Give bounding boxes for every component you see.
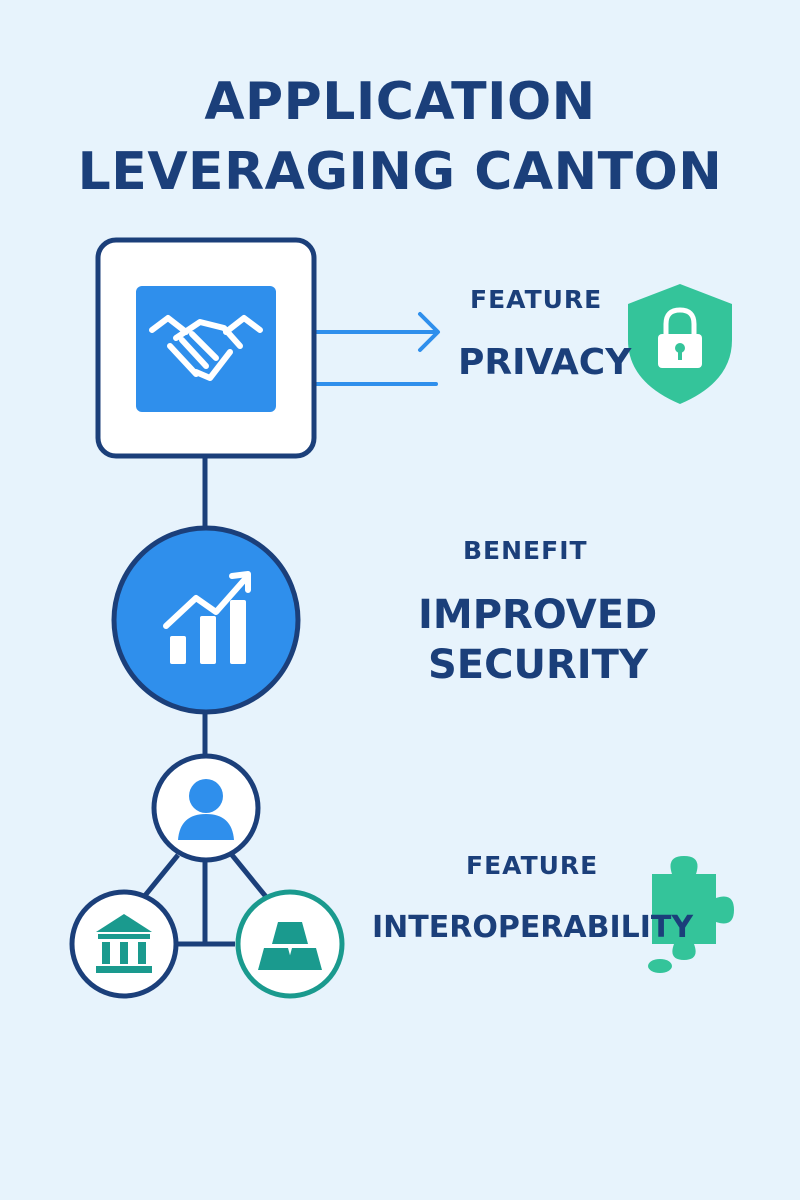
privacy-label: PRIVACY [458,342,632,383]
benefit-label-line-2: SECURITY [428,642,648,688]
gold-bars-icon [258,922,322,970]
connectors [141,456,269,947]
connector-user-gold [230,853,269,900]
bank-icon [96,914,152,973]
benefit-kicker: BENEFIT [463,536,588,565]
connector-user-bank [141,853,180,900]
title-line-2: LEVERAGING CANTON [77,142,723,202]
title-line-1: APPLICATION [204,72,596,132]
shield-lock-icon [628,284,732,404]
handshake-icon [149,315,263,381]
application-node [95,237,317,459]
benefit-node [111,525,301,715]
user-icon [178,779,234,840]
interop-label: INTEROPERABILITY [372,910,694,945]
growth-chart-icon [163,571,251,664]
bank-node [69,889,179,999]
puzzle-piece-icon [648,856,734,973]
gold-node [235,889,345,999]
benefit-label-line-1: IMPROVED [418,592,658,638]
privacy-kicker: FEATURE [470,285,603,314]
user-node [151,753,261,863]
interop-kicker: FEATURE [466,851,599,880]
arrow-to-privacy [314,312,440,386]
